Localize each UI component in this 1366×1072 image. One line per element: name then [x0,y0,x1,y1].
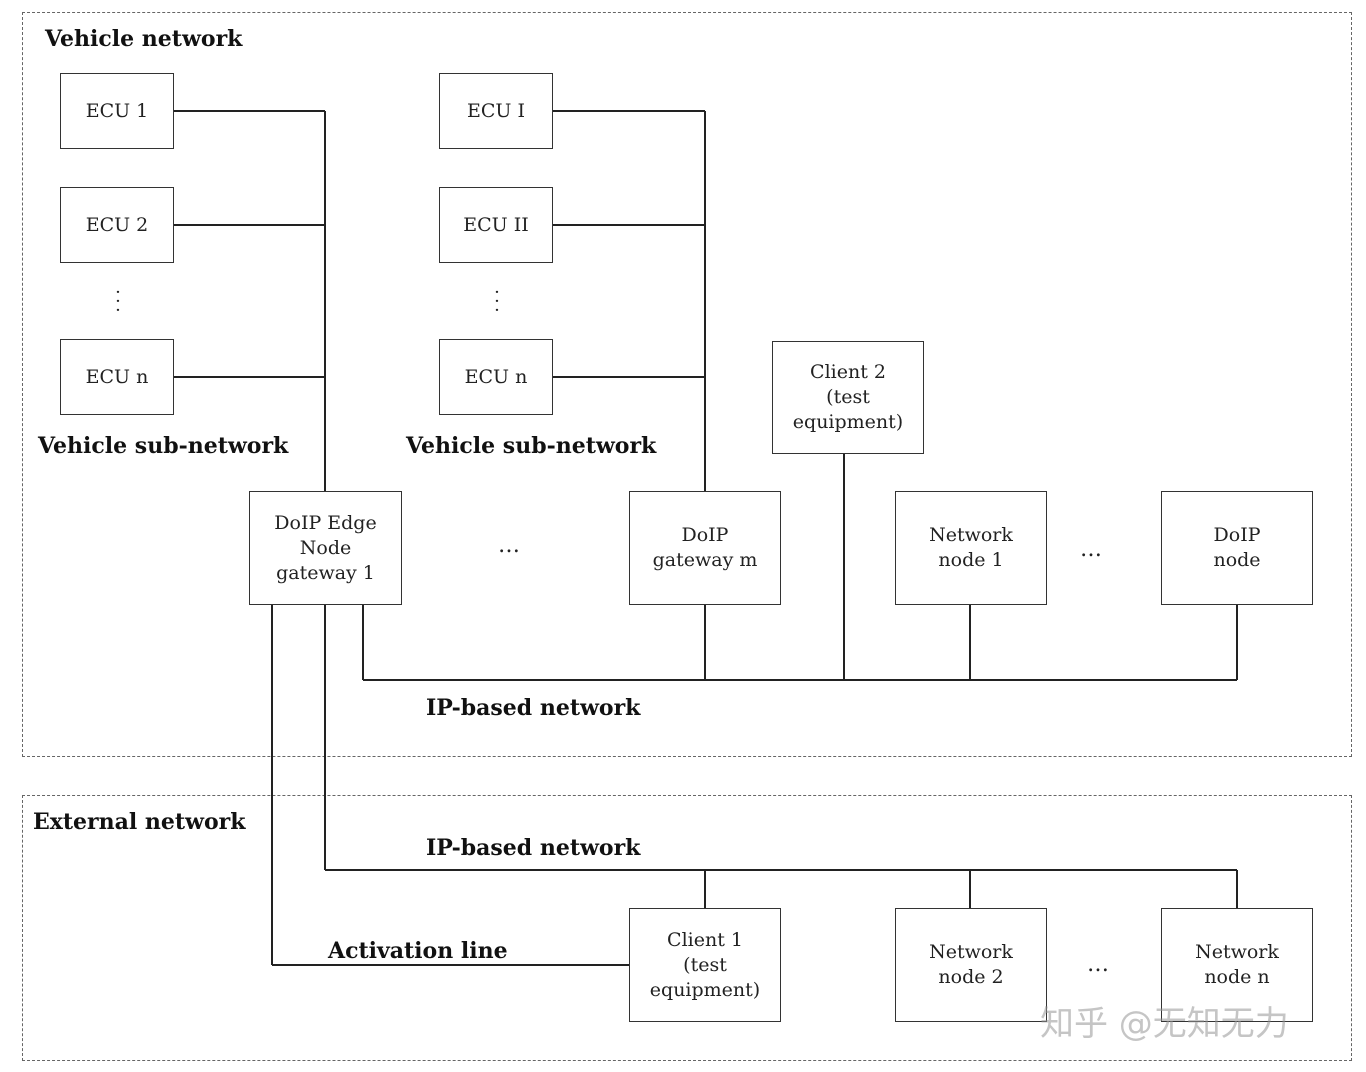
activation-line-label: Activation line [328,938,508,964]
right-vertical-ellipsis: ··· [494,282,500,321]
ecu-n-right-label: ECU n [464,365,528,388]
client-1-label: Client 1 (test equipment) [649,928,761,1001]
network-node-n-label: Network node n [1195,941,1279,988]
vehicle-network-region [22,12,1352,757]
client-2-label: Client 2 (test equipment) [792,361,904,433]
ecu-n-left-box: ECU n [60,339,174,415]
ecu-n-right-box: ECU n [439,339,553,415]
ecu-i-box: ECU I [439,73,553,149]
left-vertical-ellipsis: ··· [115,282,121,321]
internal-nodes-ellipsis: … [1080,537,1104,562]
ecu-i-label: ECU I [467,99,525,122]
network-node-1-label: Network node 1 [929,524,1013,571]
ecu-2-box: ECU 2 [60,187,174,263]
network-node-n-box: Network node n [1161,908,1313,1022]
ecu-1-box: ECU 1 [60,73,174,149]
network-node-1-box: Network node 1 [895,491,1047,605]
doip-edge-node-label: DoIP Edge Node gateway 1 [274,511,377,584]
doip-gateway-m-box: DoIP gateway m [629,491,781,605]
doip-node-label: DoIP node [1213,524,1261,571]
vehicle-network-label: Vehicle network [45,26,243,52]
internal-ip-network-label: IP-based network [426,695,641,721]
external-nodes-ellipsis: … [1087,952,1111,977]
ecu-2-label: ECU 2 [85,213,149,236]
doip-gateway-m-label: DoIP gateway m [652,524,758,571]
right-subnet-label: Vehicle sub-network [406,433,657,459]
external-ip-network-label: IP-based network [426,835,641,861]
watermark-text: 知乎 @无知无力 [1040,1004,1289,1044]
external-network-region [22,795,1352,1061]
doip-edge-node-box: DoIP Edge Node gateway 1 [249,491,402,605]
client-2-box: Client 2 (test equipment) [772,341,924,454]
ecu-ii-box: ECU II [439,187,553,263]
doip-node-box: DoIP node [1161,491,1313,605]
client-1-box: Client 1 (test equipment) [629,908,781,1022]
network-node-2-box: Network node 2 [895,908,1047,1022]
external-network-label: External network [33,809,246,835]
ecu-ii-label: ECU II [463,213,529,236]
gateways-ellipsis: … [498,533,522,558]
ecu-1-label: ECU 1 [85,99,149,122]
left-subnet-label: Vehicle sub-network [38,433,289,459]
network-node-2-label: Network node 2 [929,941,1013,988]
ecu-n-left-label: ECU n [85,365,149,388]
